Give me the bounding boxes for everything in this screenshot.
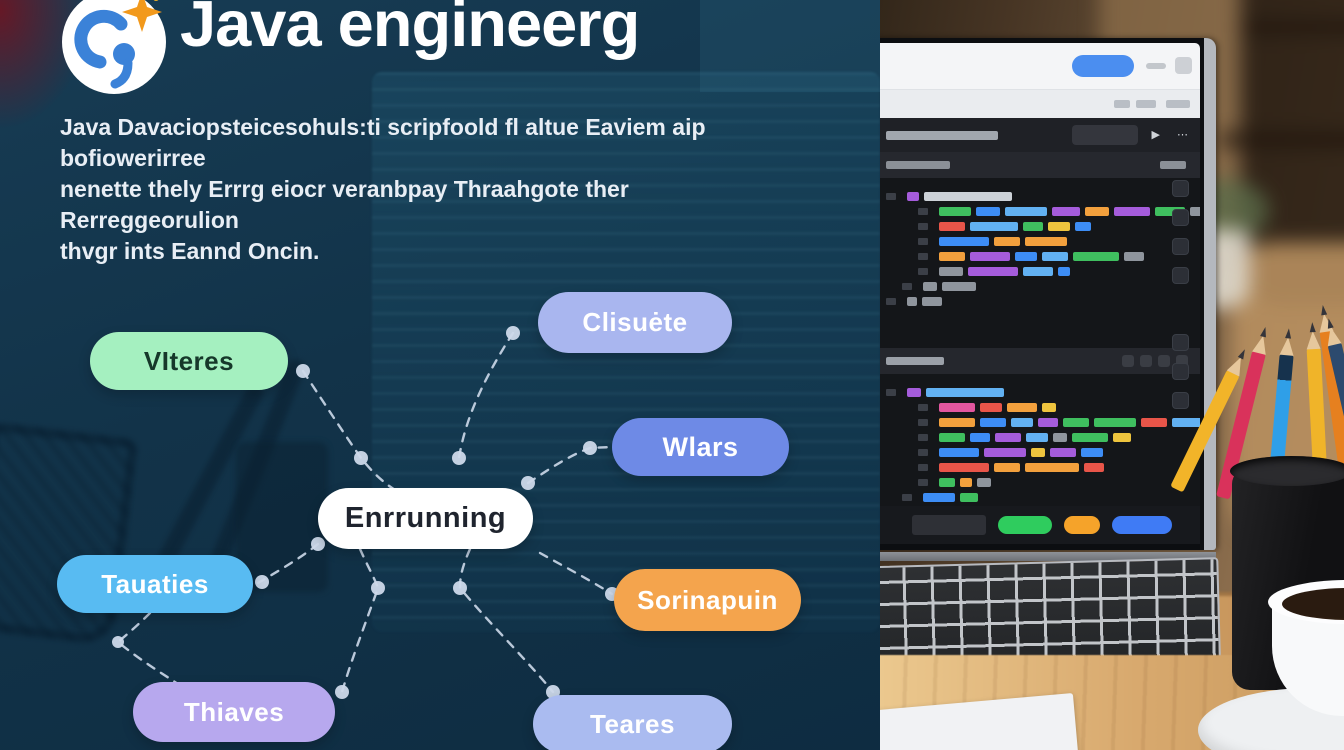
profile-icon[interactable] bbox=[1175, 57, 1192, 74]
mindmap-node-thiaves: Thiaves bbox=[133, 682, 335, 742]
star-icon bbox=[122, 0, 162, 32]
language-dropdown[interactable] bbox=[1072, 125, 1138, 145]
intro-line-2: nenette thely Errrg eiocr veranbpay Thra… bbox=[60, 176, 629, 234]
blue-action-button[interactable] bbox=[1112, 516, 1172, 534]
mindmap-node-teares: Teares bbox=[533, 695, 732, 750]
refresh-icon[interactable] bbox=[1172, 363, 1189, 380]
mindmap-node-viteres: VIteres bbox=[90, 332, 288, 390]
laptop-hinge bbox=[880, 552, 1216, 561]
intro-line-3: thvgr ints Eannd Oncin. bbox=[60, 238, 320, 265]
code-panel-1 bbox=[880, 178, 1200, 348]
editor-side-icons bbox=[1172, 180, 1189, 409]
copy-icon[interactable] bbox=[1122, 355, 1134, 367]
mindmap-node-wlars: Wlars bbox=[612, 418, 789, 476]
code-panel-2 bbox=[880, 374, 1200, 506]
lock-icon[interactable] bbox=[1172, 392, 1189, 409]
code-editor-header: ▶ ⋯ bbox=[880, 118, 1200, 152]
command-input[interactable] bbox=[912, 515, 986, 535]
code-section-header-1 bbox=[880, 152, 1200, 178]
comment-icon[interactable] bbox=[1172, 209, 1189, 226]
editor-secondary-toolbar bbox=[880, 89, 1200, 118]
bookmark-icon[interactable] bbox=[1172, 180, 1189, 197]
editor-browser-toolbar bbox=[880, 43, 1200, 89]
save-icon[interactable] bbox=[1136, 100, 1156, 108]
bug-icon[interactable] bbox=[1172, 267, 1189, 284]
backdrop-highlight bbox=[700, 0, 880, 92]
mindmap-node-clisuete: Clisuėte bbox=[538, 292, 732, 353]
editor-primary-button[interactable] bbox=[1072, 55, 1134, 77]
history-icon[interactable] bbox=[1172, 238, 1189, 255]
edit-icon[interactable] bbox=[1140, 355, 1152, 367]
section-title-bar bbox=[886, 161, 950, 169]
code-section-header-2 bbox=[880, 348, 1200, 374]
page-title: Java engineerg bbox=[180, 0, 640, 60]
shelf-edge bbox=[1241, 19, 1344, 35]
brand-logo bbox=[62, 0, 166, 94]
editor-action-bar bbox=[880, 506, 1200, 544]
intro-line-1: Java Davaciopsteicesohuls:ti scripfoold … bbox=[60, 114, 706, 172]
run-icon[interactable]: ▶ bbox=[1151, 129, 1160, 141]
desk-photo: ▶ ⋯ bbox=[880, 0, 1344, 750]
split-icon[interactable] bbox=[1172, 334, 1189, 351]
brace-icon bbox=[74, 9, 128, 69]
collapse-icon[interactable] bbox=[1160, 161, 1186, 169]
settings-icon[interactable] bbox=[1166, 100, 1190, 108]
orange-action-button[interactable] bbox=[1064, 516, 1100, 534]
shelf-edge bbox=[1220, 131, 1344, 149]
intro-text: Java Davaciopsteicesohuls:ti scripfoold … bbox=[60, 112, 805, 267]
more-icon[interactable] bbox=[1146, 63, 1166, 69]
left-panel: Java engineerg Java Davaciopsteicesohuls… bbox=[0, 0, 880, 750]
section-title-bar bbox=[886, 357, 944, 365]
green-action-button[interactable] bbox=[998, 516, 1052, 534]
cup-silhouette bbox=[236, 442, 328, 592]
download-icon[interactable] bbox=[1158, 355, 1170, 367]
share-icon[interactable] bbox=[1114, 100, 1130, 108]
laptop: ▶ ⋯ bbox=[880, 30, 1230, 730]
more-icon[interactable]: ⋯ bbox=[1177, 129, 1188, 141]
mindmap-node-tauaties: Tauaties bbox=[57, 555, 253, 613]
mindmap-node-sorinapun: Sorinapuin bbox=[614, 569, 801, 631]
laptop-screen: ▶ ⋯ bbox=[880, 38, 1216, 550]
filename-label bbox=[886, 131, 998, 140]
mindmap-center-node: Enrrunning bbox=[318, 488, 533, 549]
